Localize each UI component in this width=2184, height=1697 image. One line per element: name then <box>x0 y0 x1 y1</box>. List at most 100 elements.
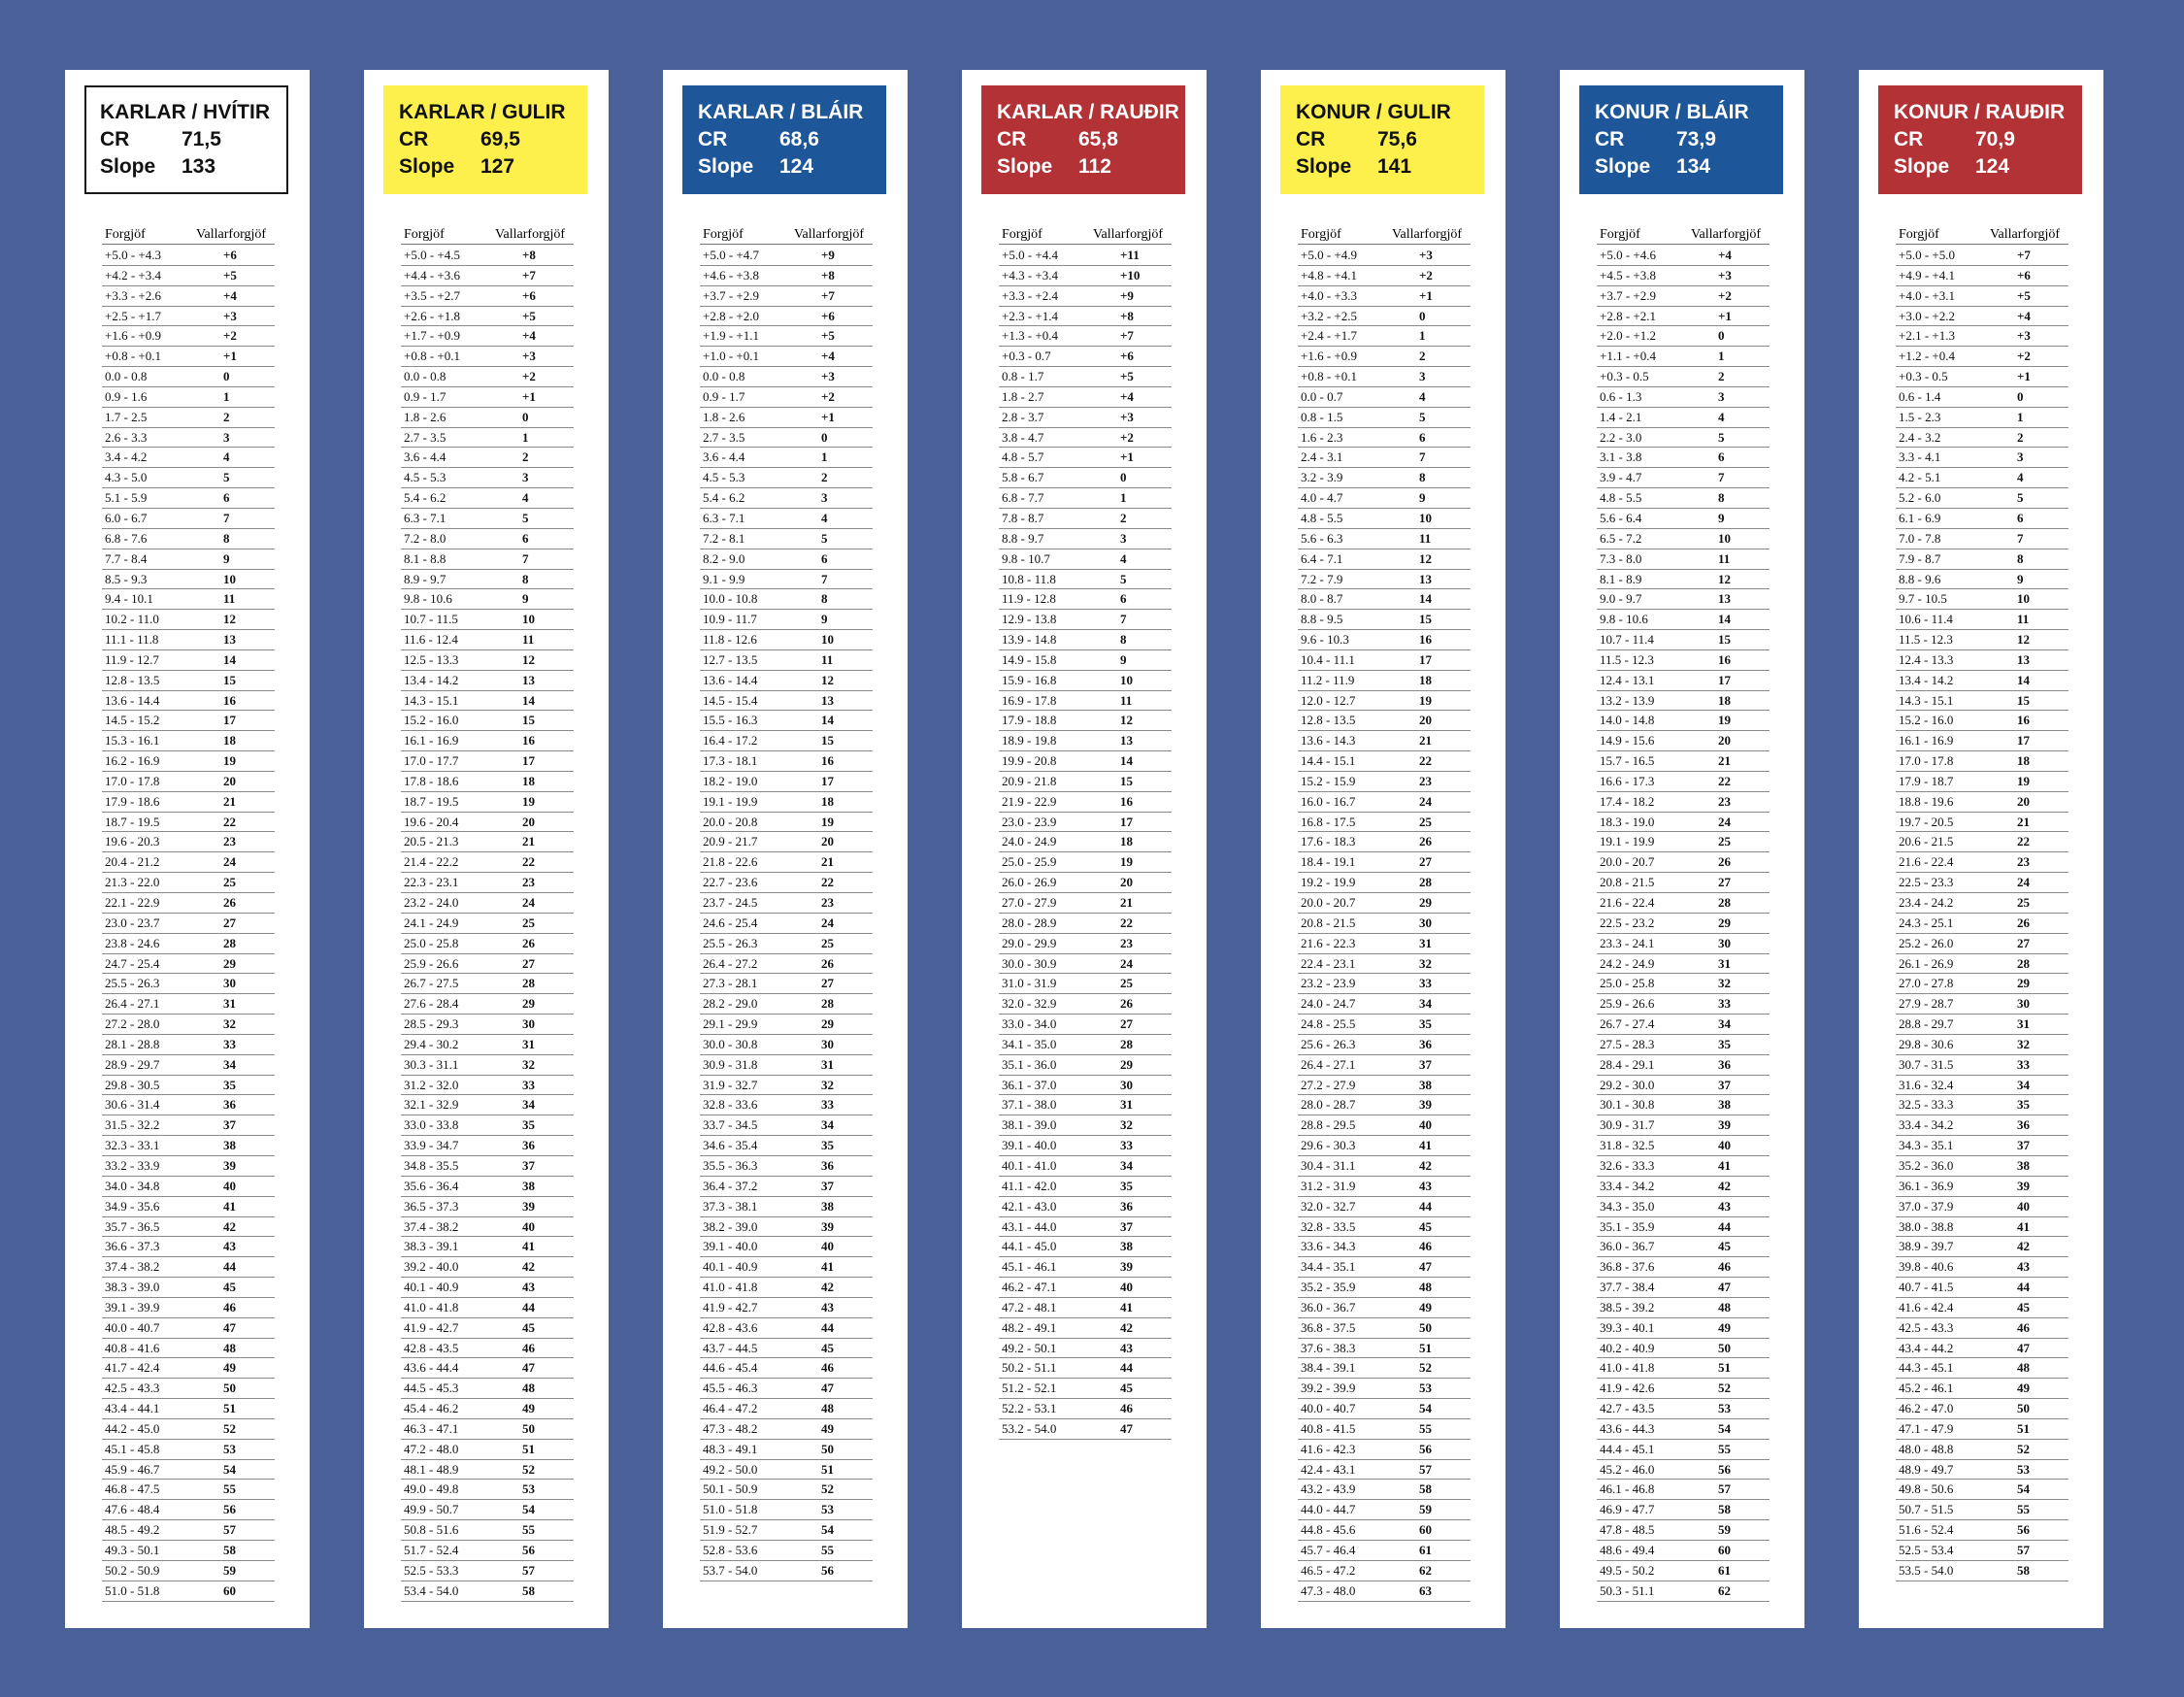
course-handicap: 15 <box>2017 692 2030 708</box>
course-handicap: 22 <box>821 875 834 890</box>
handicap-range: 27.5 - 28.3 <box>1600 1036 1655 1051</box>
handicap-range: 24.2 - 24.9 <box>1600 955 1655 971</box>
table-row: +4.6 - +3.8+8 <box>700 266 873 286</box>
course-handicap: +5 <box>2017 287 2031 303</box>
handicap-range: 46.4 - 47.2 <box>703 1401 758 1416</box>
handicap-range: 12.5 - 13.3 <box>404 651 459 667</box>
course-handicap: 48 <box>1718 1299 1731 1314</box>
handicap-range: 48.6 - 49.4 <box>1600 1543 1655 1557</box>
handicap-range: 4.0 - 4.7 <box>1301 490 1343 506</box>
handicap-range: 31.8 - 32.5 <box>1600 1138 1655 1153</box>
course-handicap: 35 <box>1120 1178 1133 1193</box>
course-handicap: 21 <box>821 854 834 870</box>
course-handicap: 9 <box>522 591 529 607</box>
course-handicap: 61 <box>1419 1543 1432 1557</box>
slope-rating-label: Slope <box>698 155 754 178</box>
handicap-range: 37.4 - 38.2 <box>404 1218 459 1234</box>
course-handicap: 19 <box>821 814 834 829</box>
course-handicap: 3 <box>1120 530 1127 546</box>
course-handicap: 26 <box>1120 996 1133 1012</box>
handicap-range: 16.8 - 17.5 <box>1301 814 1356 829</box>
handicap-range: 49.5 - 50.2 <box>1600 1562 1655 1578</box>
handicap-range: 6.5 - 7.2 <box>1600 530 1642 546</box>
course-handicap: 16 <box>1120 793 1133 809</box>
slope-rating-value: 124 <box>779 155 814 178</box>
handicap-range: 42.8 - 43.5 <box>404 1340 459 1355</box>
course-handicap: 15 <box>1419 612 1432 627</box>
handicap-range: 6.8 - 7.6 <box>105 530 148 546</box>
course-handicap: 21 <box>1120 895 1133 910</box>
course-handicap: 9 <box>821 612 828 627</box>
course-handicap: 15 <box>522 713 535 728</box>
course-handicap: 44 <box>821 1319 834 1335</box>
course-handicap: 63 <box>1419 1582 1432 1598</box>
table-row: +2.6 - +1.8+5 <box>401 307 574 327</box>
course-handicap: 19 <box>522 793 535 809</box>
handicap-range: 14.4 - 15.1 <box>1301 753 1356 769</box>
course-handicap: 34 <box>1120 1157 1133 1173</box>
handicap-range: 32.0 - 32.9 <box>1002 996 1057 1012</box>
handicap-range: 16.1 - 16.9 <box>404 733 459 749</box>
course-handicap: 7 <box>1120 612 1127 627</box>
course-handicap: 38 <box>2017 1157 2030 1173</box>
course-handicap: 21 <box>223 793 236 809</box>
handicap-range: 1.8 - 2.7 <box>1002 388 1044 404</box>
handicap-range: 5.6 - 6.3 <box>1301 530 1343 546</box>
course-handicap: 28 <box>1419 875 1432 890</box>
course-handicap: 56 <box>1718 1461 1731 1477</box>
table-row: 32.0 - 32.9 26 <box>999 994 1172 1015</box>
course-handicap: 18 <box>1120 834 1133 849</box>
table-row: +4.4 - +3.6+7 <box>401 266 574 286</box>
handicap-range: 49.8 - 50.6 <box>1899 1481 1954 1497</box>
course-handicap: 11 <box>2017 612 2030 627</box>
handicap-range: 5.1 - 5.9 <box>105 490 148 506</box>
course-handicap: 6 <box>1120 591 1127 607</box>
handicap-range: 0.6 - 1.3 <box>1600 388 1642 404</box>
handicap-range: 46.5 - 47.2 <box>1301 1562 1356 1578</box>
course-handicap: 33 <box>2017 1056 2030 1072</box>
handicap-range: 48.0 - 48.8 <box>1899 1441 1954 1456</box>
handicap-range: 29.4 - 30.2 <box>404 1036 459 1051</box>
course-handicap: 7 <box>522 550 529 566</box>
handicap-range: 25.6 - 26.3 <box>1301 1036 1356 1051</box>
course-handicap: 23 <box>1419 773 1432 788</box>
handicap-range: +5.0 - +4.3 <box>105 248 161 262</box>
course-handicap: 55 <box>1419 1420 1432 1436</box>
tee-title: KARLAR / RAUÐIR <box>997 101 1179 123</box>
handicap-range: 11.1 - 11.8 <box>105 632 159 648</box>
handicap-range: +5.0 - +5.0 <box>1899 248 1955 262</box>
course-handicap: 21 <box>2017 814 2030 829</box>
course-handicap: 42 <box>1718 1178 1731 1193</box>
handicap-range: 31.0 - 31.9 <box>1002 976 1057 991</box>
handicap-range: 15.5 - 16.3 <box>703 713 758 728</box>
course-handicap: 43 <box>1419 1178 1432 1193</box>
